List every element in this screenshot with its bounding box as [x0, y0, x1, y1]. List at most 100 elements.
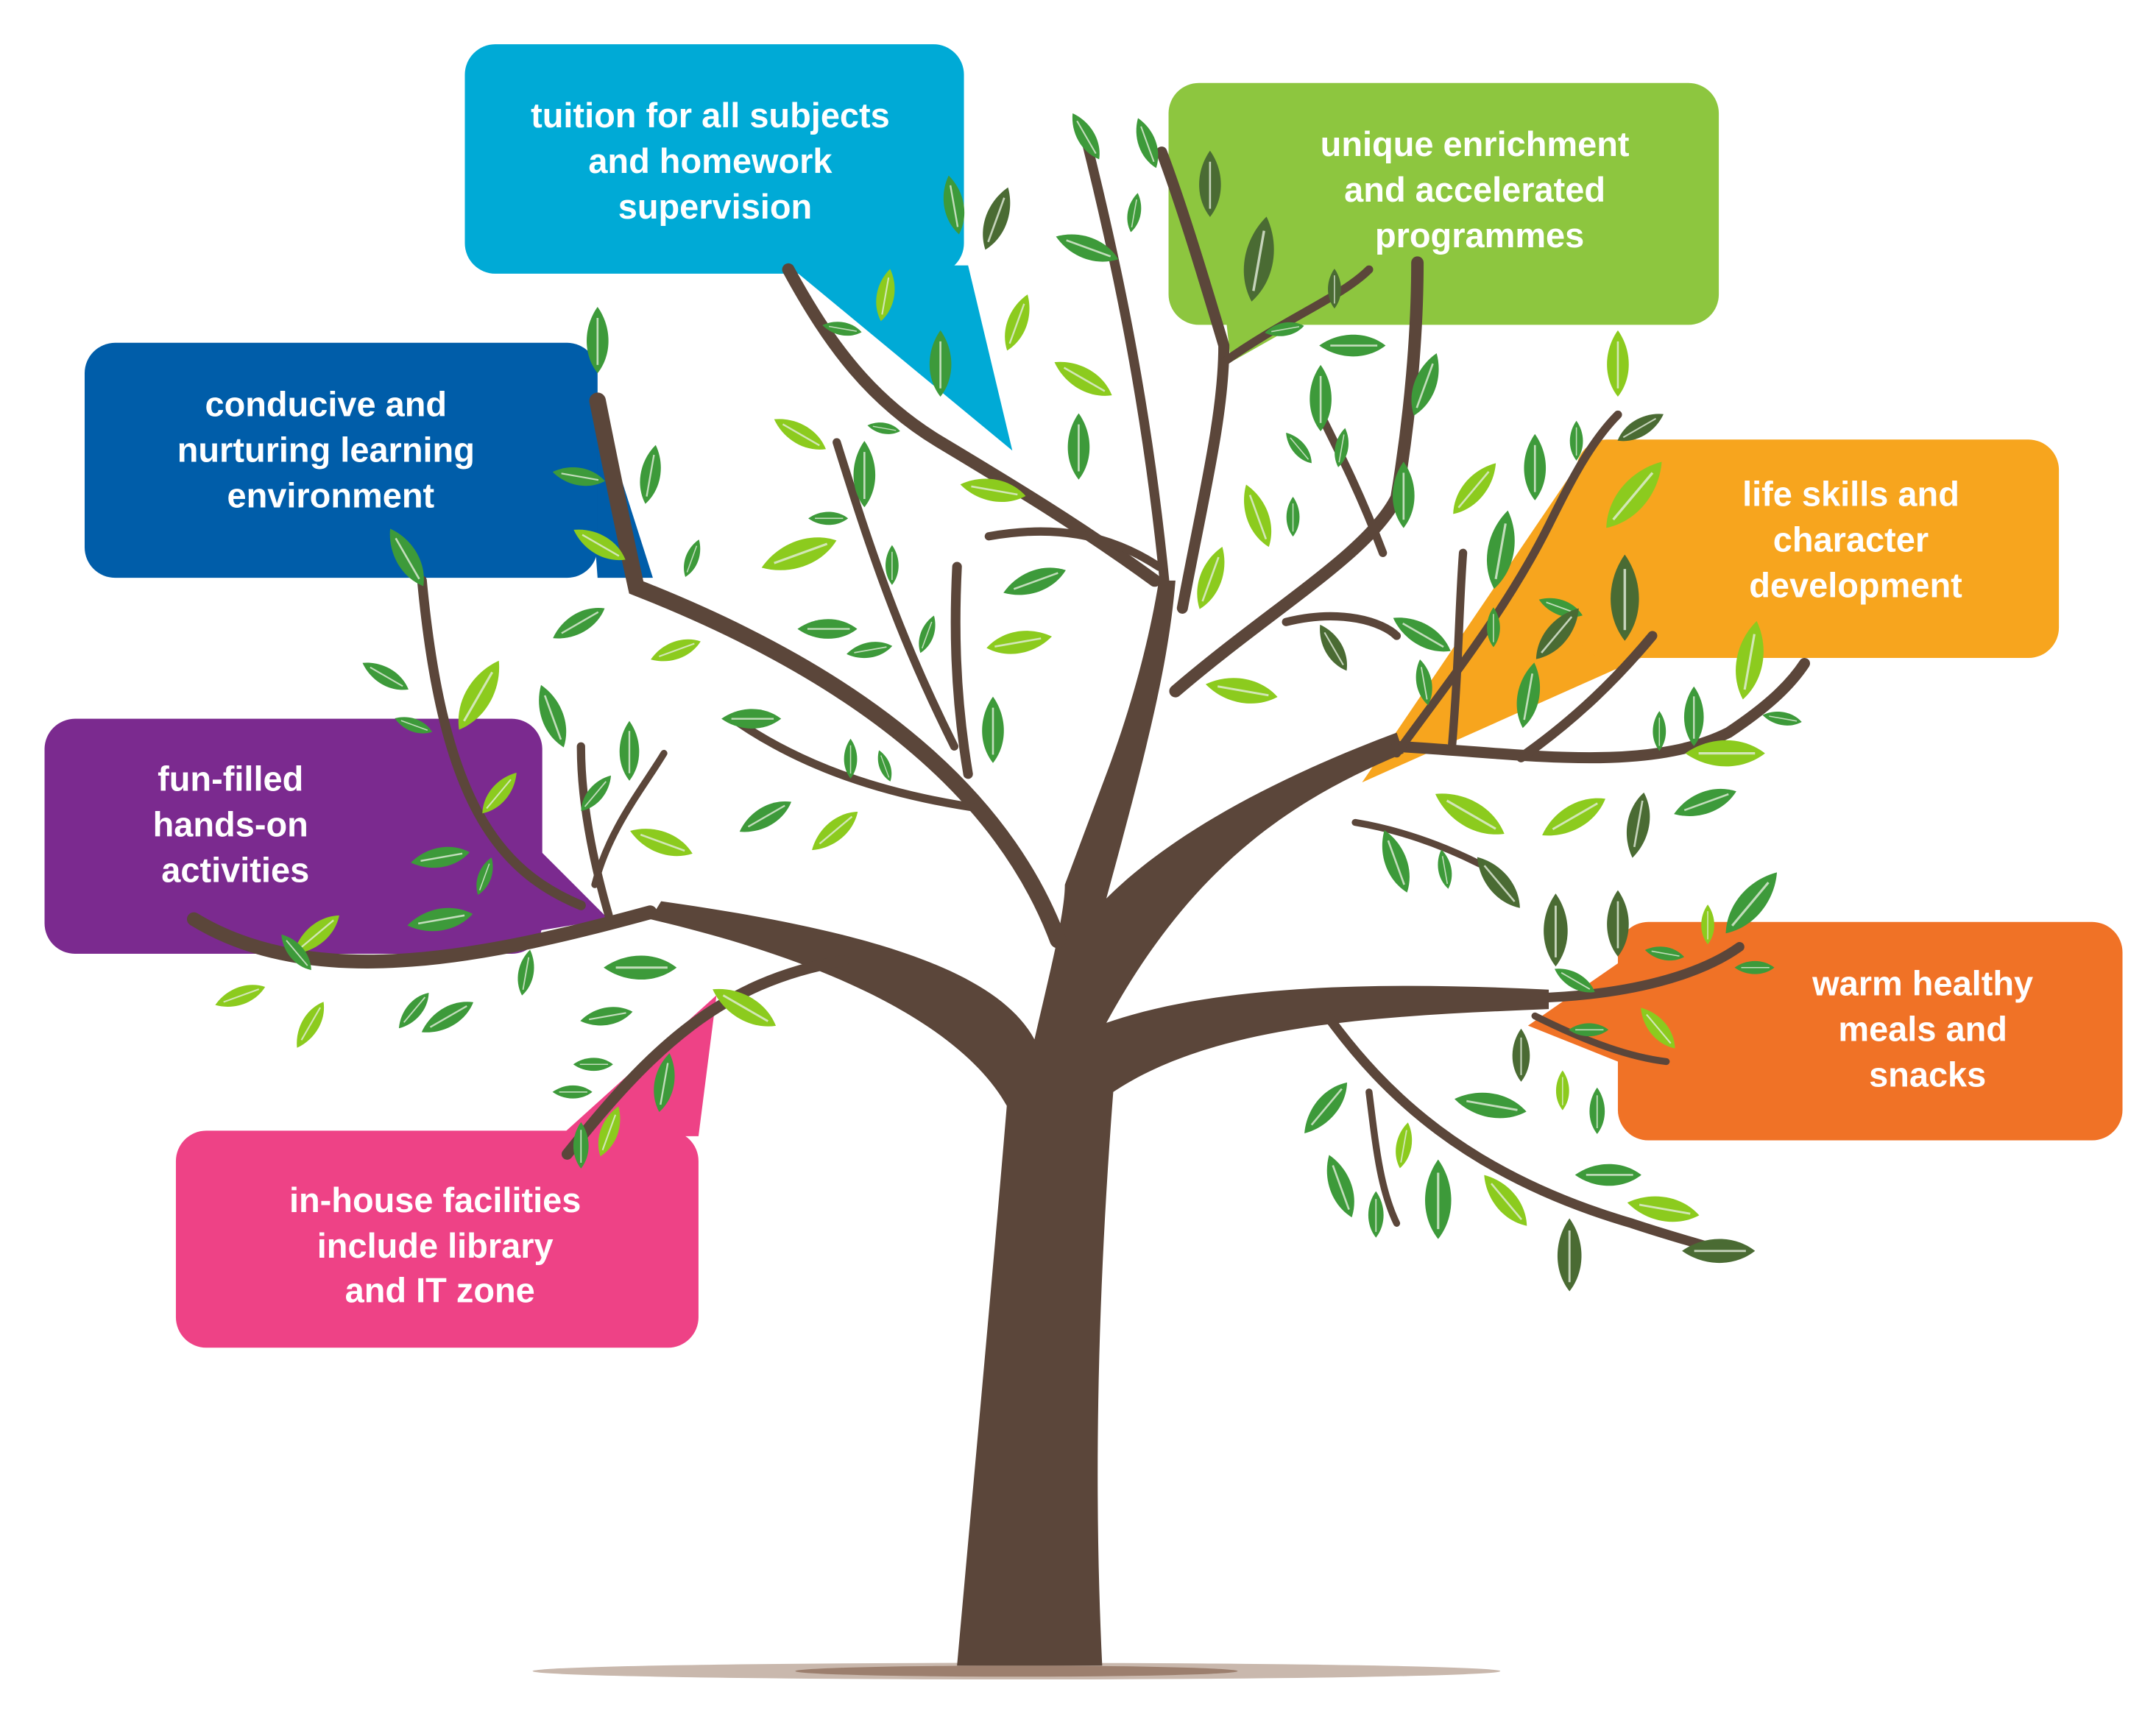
leaf — [1396, 1122, 1413, 1169]
environment-box — [84, 342, 598, 578]
tuition-box — [464, 44, 964, 274]
leaf — [1644, 946, 1685, 961]
leaf — [1554, 968, 1595, 993]
branch — [1282, 612, 1402, 640]
leaf — [761, 537, 837, 570]
branch — [1322, 1010, 1727, 1256]
branch — [1390, 658, 1811, 764]
leaf — [1425, 1159, 1452, 1239]
leaf — [421, 1002, 474, 1033]
leaf — [739, 801, 792, 832]
leaf — [1683, 686, 1704, 746]
branch — [1531, 1012, 1670, 1066]
leaf — [1054, 361, 1112, 396]
leaf — [1286, 432, 1312, 464]
leaf — [654, 1053, 675, 1113]
leaf — [1734, 960, 1775, 974]
leaf — [573, 529, 626, 561]
leaf — [1524, 433, 1547, 500]
enrichment-label: unique enrichment and accelerated progra… — [1321, 124, 1639, 255]
leaf — [1326, 1155, 1354, 1218]
leaf — [774, 419, 827, 450]
branch — [833, 438, 959, 751]
meals-label: warm healthy meals and snacks — [1812, 963, 2043, 1094]
branch — [1530, 942, 1745, 1003]
leaf — [395, 717, 433, 734]
branch — [1447, 548, 1468, 751]
leaf — [1641, 1007, 1675, 1049]
branch — [576, 742, 613, 920]
leaf — [1199, 150, 1221, 217]
leaf — [598, 1106, 621, 1157]
leaf — [552, 467, 605, 486]
leaf — [982, 696, 1004, 763]
leaf — [1487, 607, 1500, 648]
leaf — [713, 988, 777, 1027]
branch — [1516, 631, 1658, 762]
branch — [1081, 133, 1170, 586]
leaf — [844, 738, 858, 779]
leaf — [1627, 1196, 1700, 1222]
leaf — [812, 812, 858, 851]
life-skills-label: life skills and character development — [1742, 474, 1969, 604]
leaf — [1736, 620, 1764, 700]
leaf — [1557, 1218, 1582, 1292]
leaf — [651, 639, 701, 662]
leaf — [573, 1122, 589, 1169]
leaf — [553, 607, 605, 639]
branch — [984, 527, 1164, 571]
leaf — [1455, 1092, 1527, 1119]
leaf — [640, 445, 661, 504]
leaf — [281, 934, 311, 971]
branch — [186, 905, 657, 968]
branch — [589, 392, 1067, 949]
leaf — [1453, 463, 1496, 514]
branch — [417, 576, 586, 910]
leaf — [1243, 216, 1274, 302]
branch — [950, 562, 973, 779]
leaf — [1617, 414, 1664, 442]
leaf — [885, 545, 899, 585]
leaf — [1569, 420, 1583, 461]
branch — [1220, 265, 1374, 366]
leaf — [407, 907, 473, 932]
branch — [1392, 410, 1622, 758]
leaf — [573, 1058, 613, 1072]
leaf — [1320, 624, 1347, 671]
leaf — [458, 660, 500, 730]
trunk — [650, 580, 1549, 1666]
leaf — [1626, 792, 1650, 858]
leaf — [215, 985, 266, 1007]
leaf — [619, 720, 640, 781]
leaf — [1265, 322, 1304, 336]
tuition-tail — [788, 265, 1013, 451]
activities-box — [44, 718, 542, 954]
leaf — [797, 619, 858, 639]
leaf — [552, 1085, 593, 1099]
leaf — [1415, 659, 1432, 706]
leaf — [1607, 890, 1629, 957]
leaf — [1544, 893, 1568, 967]
leaf — [853, 441, 876, 508]
leaf — [362, 662, 409, 690]
leaf — [960, 478, 1026, 503]
branch — [1365, 1088, 1401, 1227]
branch — [1316, 410, 1388, 557]
leaf — [1067, 413, 1090, 480]
leaf — [1286, 497, 1300, 537]
environment-label: conducive and nurturing learning environ… — [177, 384, 484, 514]
branch — [561, 955, 849, 1160]
leaf — [1072, 113, 1100, 160]
leaf — [1725, 872, 1778, 934]
leaf — [1335, 428, 1349, 467]
leaf — [1569, 1023, 1609, 1037]
leaf — [293, 915, 339, 955]
leaf — [1136, 118, 1159, 169]
leaf — [389, 528, 424, 587]
leaf — [517, 949, 534, 996]
leaf — [1762, 711, 1802, 726]
leaf — [1607, 330, 1629, 397]
leaf — [630, 829, 693, 857]
facilities-label: in-house facilities include library and … — [289, 1180, 590, 1309]
leaf — [1005, 294, 1030, 351]
